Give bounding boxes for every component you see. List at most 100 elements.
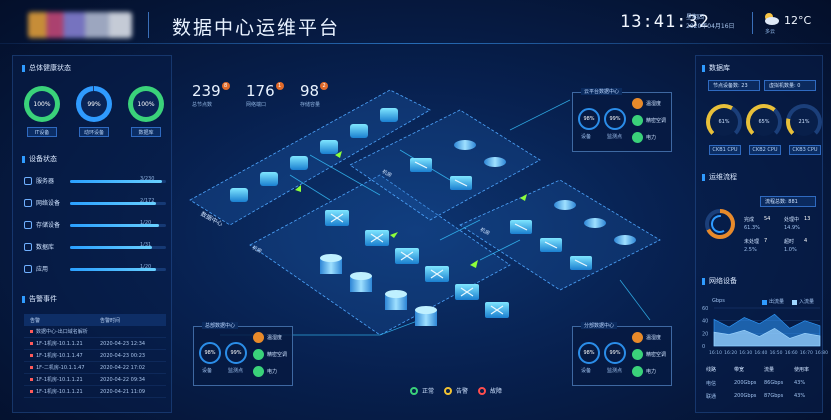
summary-stat-badge: 1: [275, 82, 284, 90]
alarm-row[interactable]: 1F-1机房-10.1.1.21 2020-04-22 09:34: [24, 374, 166, 386]
health-ring-label[interactable]: 数据库: [131, 127, 161, 137]
health-ring-label[interactable]: IT设备: [27, 127, 57, 137]
device-value: 2/172: [140, 198, 155, 204]
flow-item-value: 54: [764, 216, 771, 222]
legend-item: 故障: [478, 386, 502, 395]
page-title: 数据中心运维平台: [172, 17, 341, 39]
temperature: 12°C: [784, 14, 812, 27]
alarm-name-text: 1F-1机房-10.1.1.21: [36, 377, 83, 383]
info-box-title: 云平台数据中心: [581, 88, 623, 95]
network-table-header: 流量: [764, 367, 775, 373]
series-area-in: [713, 327, 821, 347]
cpu-gauge-label[interactable]: CKB2 CPU: [749, 145, 781, 155]
facility-label: 精密空调: [646, 352, 667, 358]
legend-item: 正常: [410, 386, 434, 395]
health-ring-value: 99%: [81, 91, 107, 117]
x-tick-label: 16:80: [815, 350, 828, 356]
vm-count-tab[interactable]: 虚拟机数量: 0: [764, 80, 816, 91]
alarm-severity-dot: [30, 366, 33, 369]
zone-platform-room-main: [249, 174, 511, 336]
alarm-section-title: 告警事件: [22, 294, 57, 304]
device-label: 数据库: [36, 244, 55, 251]
legend-item: 告警: [444, 386, 468, 395]
network-table-header: 使用率: [794, 367, 810, 373]
alarm-time: 2020-04-21 11:09: [100, 388, 146, 395]
info-box-ring-label: 设备: [581, 368, 592, 374]
header-underline: [0, 43, 831, 44]
alarm-time: 2020-04-22 17:02: [100, 364, 146, 371]
alarm-table-header: 告警 告警时间: [24, 314, 166, 326]
facility-label: 温湿度: [646, 335, 662, 341]
cpu-gauge-label[interactable]: CKB1 CPU: [709, 145, 741, 155]
x-tick-label: 16:30: [739, 350, 752, 356]
zone-platform-datacenter: [189, 89, 431, 226]
flow-item-value: 4: [804, 238, 808, 244]
x-tick-label: 16:70: [800, 350, 813, 356]
flow-item-value: 7: [764, 238, 768, 244]
device-label: 网络设备: [36, 200, 61, 207]
flow-item-label: 处理中: [784, 217, 800, 223]
flow-item-percent: 61.3%: [744, 225, 760, 231]
network-table-cell: 200Gbps: [734, 380, 757, 386]
x-tick-label: 16:60: [785, 350, 798, 356]
flow-item-value: 13: [804, 216, 811, 222]
legend-status-icon: [478, 386, 486, 395]
x-tick-label: 16:40: [754, 350, 767, 356]
network-table-header: 线路: [706, 367, 717, 373]
alarm-severity-dot: [30, 378, 33, 381]
brand-logo: [28, 12, 132, 38]
device-progress-fill: [70, 224, 159, 227]
zone-platform-room-right: [459, 179, 661, 291]
summary-stat-number: 98: [300, 82, 320, 100]
info-box-ring: 99%: [225, 342, 247, 364]
header-divider: [148, 12, 149, 38]
cpu-gauge-label[interactable]: CKB3 CPU: [789, 145, 821, 155]
device-icon: [24, 177, 32, 185]
network-unit: Gbps: [712, 298, 725, 304]
network-section-title: 网络设备: [702, 276, 737, 286]
flow-total-select[interactable]: 流程总数: 881: [760, 196, 816, 207]
alarm-row[interactable]: 1F-二机房-10.1.1.47 2020-04-22 17:02: [24, 362, 166, 374]
health-ring-value: 100%: [133, 91, 159, 117]
flow-item-label: 超时: [784, 239, 795, 245]
y-tick-label: 40: [702, 319, 708, 325]
x-tick-label: 16:10: [709, 350, 722, 356]
facility-label: 温湿度: [646, 101, 662, 107]
info-box-ring-label: 监测点: [228, 368, 244, 374]
alarm-name-text: 数据中心-出口域名解析: [36, 329, 88, 335]
alarm-time: 2020-04-23 00:23: [100, 352, 146, 359]
flow-donut: [705, 209, 735, 239]
info-box-title: 总部数据中心: [202, 322, 239, 329]
node-count-tab[interactable]: 节点设备数: 23: [708, 80, 760, 91]
device-icon: [24, 221, 32, 229]
alarm-name: 1F-1机房-10.1.1.21: [24, 376, 100, 383]
cpu-gauge-value: 61%: [710, 108, 738, 136]
alarm-name-text: 1F-二机房-10.1.1.47: [36, 365, 85, 371]
facility-icon: [632, 332, 643, 343]
info-box-ring: 98%: [578, 108, 600, 130]
device-label: 存储设备: [36, 222, 61, 229]
device-progress-fill: [70, 202, 156, 205]
alarm-time: 2020-04-22 09:34: [100, 376, 146, 383]
cpu-gauge: 21%: [786, 104, 822, 140]
alarm-name: 1F-1机房-10.1.1.21: [24, 340, 100, 347]
facility-icon: [253, 349, 264, 360]
clock: 13:41:32: [620, 12, 710, 32]
y-tick-label: 60: [702, 306, 708, 312]
database-section-title: 数据库: [702, 63, 730, 73]
device-status-row[interactable]: 网络设备 2/172: [24, 198, 166, 210]
date: 2020年04月16日: [686, 23, 735, 30]
cpu-gauge-value: 65%: [750, 108, 778, 136]
alarm-row[interactable]: 数据中心-出口域名解析: [24, 326, 166, 338]
health-ring-label[interactable]: 动环设备: [79, 127, 109, 137]
device-value: 3/230: [140, 176, 155, 182]
